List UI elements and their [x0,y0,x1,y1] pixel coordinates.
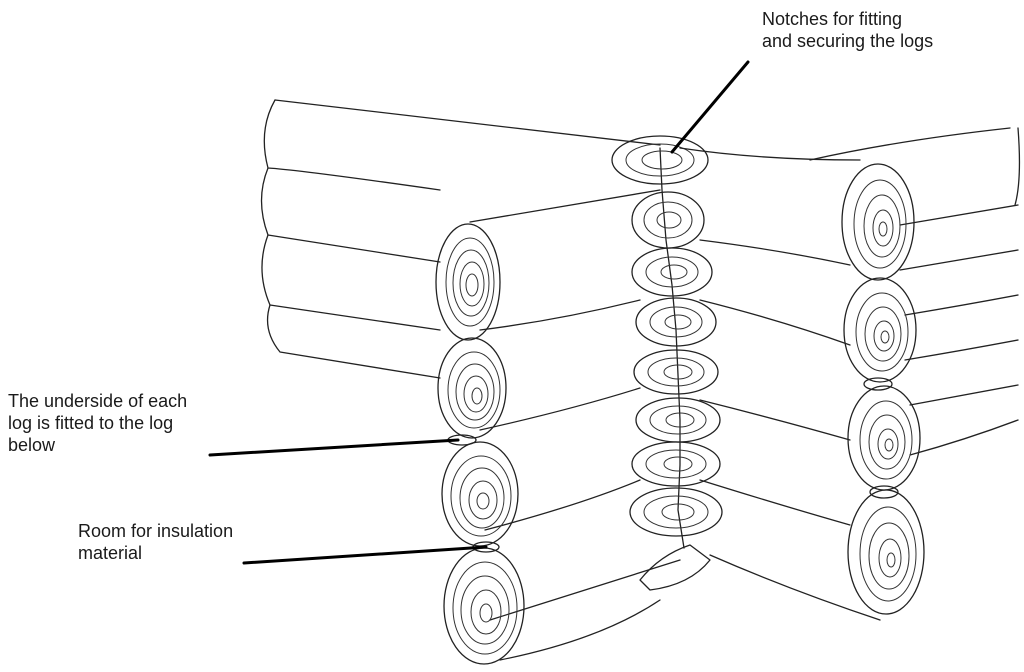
left-log-rings [446,238,517,654]
label-underside-fit: The underside of each log is fitted to t… [8,390,187,456]
corner-notches [612,136,722,590]
left-wall-logs [262,100,681,664]
leader-notches [672,62,748,152]
label-insulation-room: Room for insulation material [78,520,233,564]
right-wall-logs [680,128,1019,620]
leader-underside [210,440,458,455]
label-notches: Notches for fitting and securing the log… [762,8,933,52]
leader-insulation [244,547,486,563]
